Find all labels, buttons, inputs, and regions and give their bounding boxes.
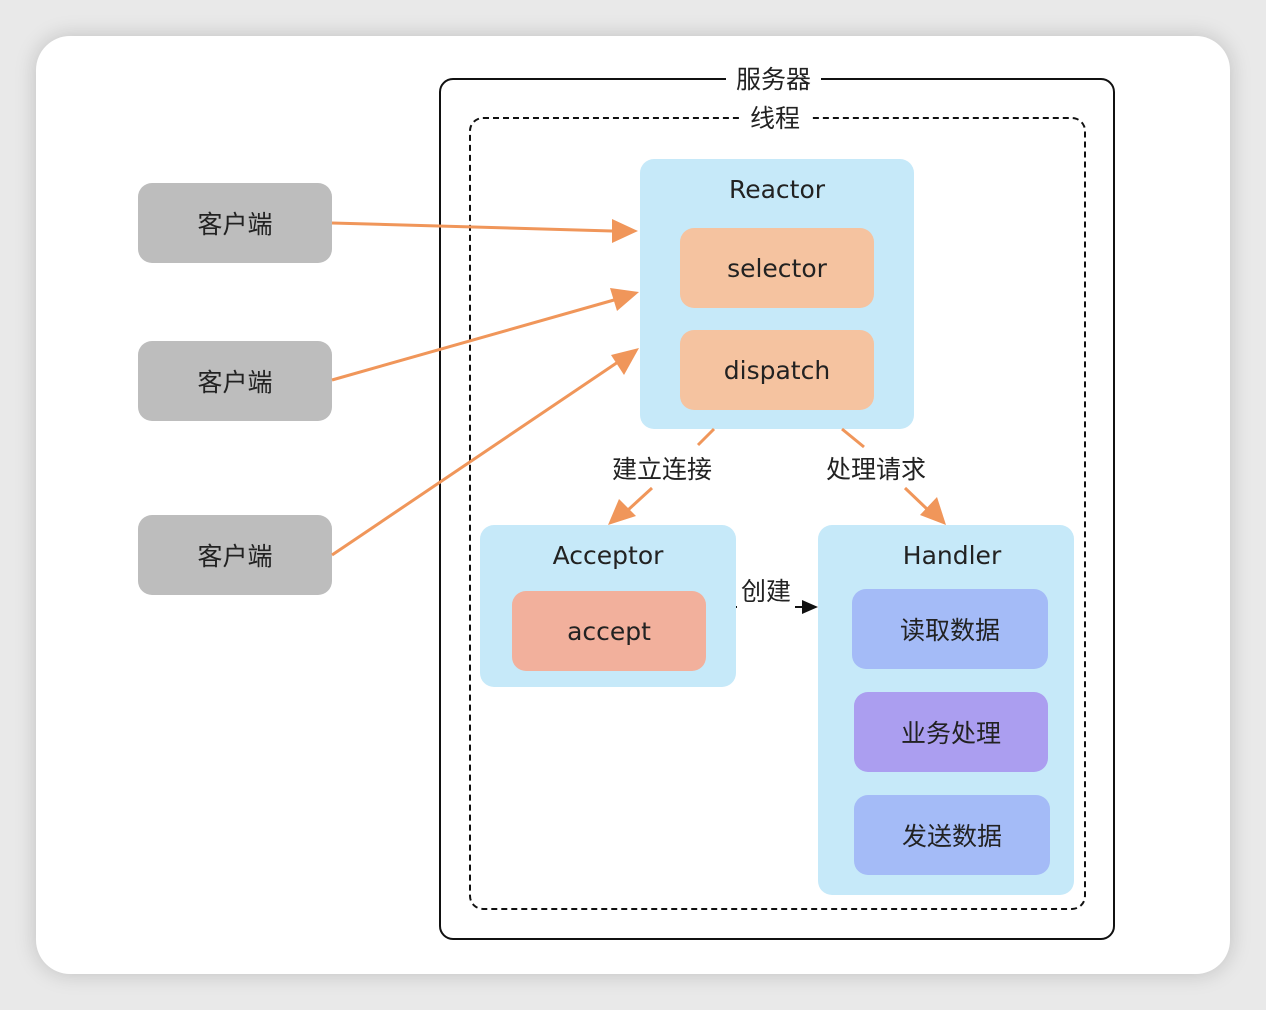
client-1-to-reactor-arrow bbox=[331, 221, 613, 233]
business-logic-box: 业务处理 bbox=[854, 692, 1048, 772]
client-2-to-reactor-arrow bbox=[331, 298, 615, 382]
send-data-box: 发送数据 bbox=[854, 795, 1050, 875]
client-2-arrowhead bbox=[610, 288, 639, 311]
acceptor-to-handler-arrowhead bbox=[802, 600, 818, 614]
thread-title: 线程 bbox=[740, 99, 811, 135]
dispatch-box: dispatch bbox=[680, 330, 874, 410]
read-data-box: 读取数据 bbox=[852, 589, 1048, 669]
reactor-title: Reactor bbox=[728, 175, 826, 204]
selector-box: selector bbox=[680, 228, 874, 308]
client-box-2: 客户端 bbox=[138, 341, 332, 421]
client-arrows bbox=[331, 219, 639, 557]
client-3-to-reactor-arrow bbox=[331, 360, 619, 557]
reactor-to-handler-arrow-bottom bbox=[903, 486, 930, 512]
server-title: 服务器 bbox=[726, 60, 822, 96]
reactor-to-handler-arrow-top bbox=[841, 427, 865, 449]
process-request-label: 处理请求 bbox=[822, 450, 931, 486]
acceptor-title: Acceptor bbox=[552, 541, 664, 570]
create-label: 创建 bbox=[737, 572, 796, 608]
reactor-to-acceptor-arrow-top bbox=[696, 427, 716, 447]
reactor-to-handler-arrowhead bbox=[920, 497, 946, 525]
reactor-out-arrows bbox=[608, 427, 946, 525]
accept-box: accept bbox=[512, 591, 706, 671]
client-box-3: 客户端 bbox=[138, 515, 332, 595]
establish-connection-label: 建立连接 bbox=[608, 450, 717, 486]
client-1-arrowhead bbox=[612, 219, 638, 243]
client-box-1: 客户端 bbox=[138, 183, 332, 263]
reactor-to-acceptor-arrow-bottom bbox=[626, 486, 654, 512]
client-3-arrowhead bbox=[611, 348, 639, 375]
handler-title: Handler bbox=[902, 541, 1002, 570]
reactor-to-acceptor-arrowhead bbox=[608, 499, 636, 525]
